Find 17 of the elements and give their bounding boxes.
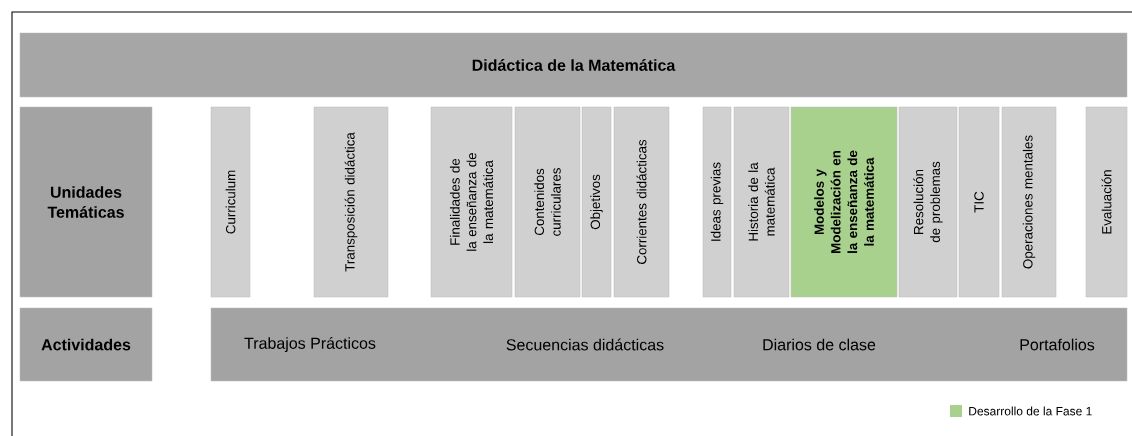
title-bar: Didáctica de la Matemática xyxy=(19,32,1128,98)
highlighted-topic-box: Modelos y Modelización en la enseñanza de la matemática xyxy=(790,106,898,298)
legend-label: Desarrollo de la Fase 1 xyxy=(969,406,1092,416)
topic-box: Objetivos xyxy=(581,106,612,298)
topic-box: Curriculum xyxy=(210,106,251,298)
topic-box: Operaciones mentales xyxy=(1001,106,1057,298)
topic-box: Ideas previas xyxy=(702,106,732,298)
topic-box: Historia de la matemática xyxy=(733,106,790,298)
topic-box: Finalidades de la enseñanza de la matemática xyxy=(430,106,513,298)
activities-bar: Trabajos Prácticos Secuencias didácticas Diarios de clase Portafolios xyxy=(210,307,1128,382)
topic-box: Corrientes didácticas xyxy=(613,106,670,298)
row-header-box: Unidades Temáticas xyxy=(19,106,153,298)
topic-box: TIC xyxy=(958,106,1000,298)
topic-box: Transposición didáctica xyxy=(313,106,389,298)
topic-box: Resolución de problemas xyxy=(898,106,958,298)
topic-box: Evaluación xyxy=(1085,106,1128,298)
row-header-box: Actividades xyxy=(19,307,153,382)
